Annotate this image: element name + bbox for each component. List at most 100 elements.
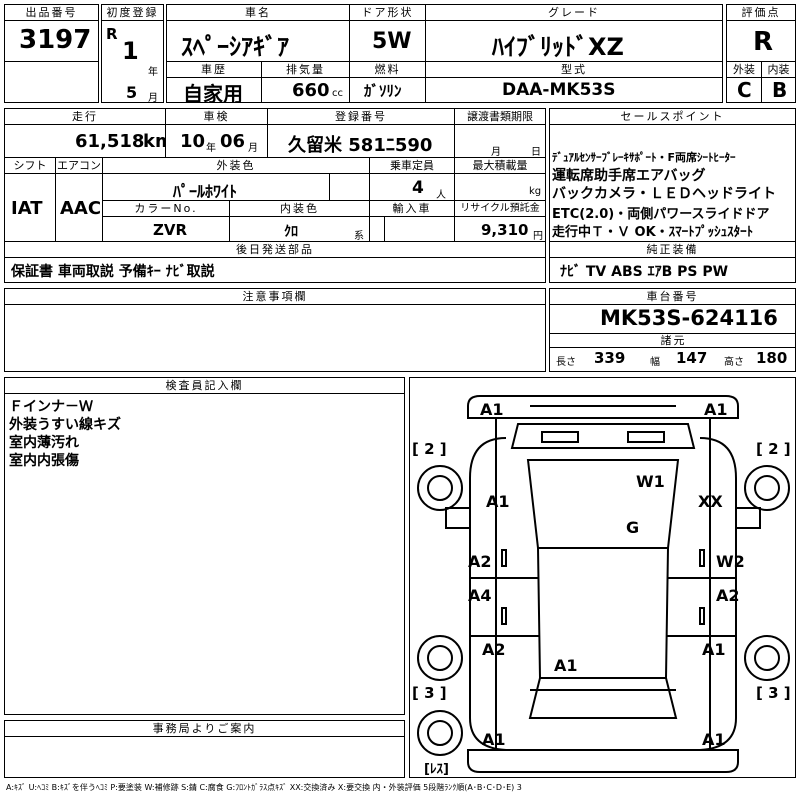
- load-unit: kg: [529, 186, 542, 197]
- history-box: 車歴 自家用: [166, 61, 262, 103]
- mark-w1: W1: [636, 472, 665, 491]
- sales-points-label: セールスポイント: [550, 109, 795, 125]
- mileage: 61,518: [75, 131, 145, 152]
- int-color-label: 内装色: [230, 201, 369, 217]
- mirror-left: [445, 507, 471, 529]
- color-no-label: カラーNo.: [103, 201, 229, 217]
- mirror-right: [735, 507, 761, 529]
- history: 自家用: [183, 82, 243, 103]
- sales-line: ﾃﾞｭｱﾙｾﾝｻｰﾌﾞﾚｰｷｻﾎﾟｰﾄ・F両席ｼｰﾄﾋｰﾀｰ: [552, 151, 736, 164]
- mark-w2: W2: [716, 552, 745, 571]
- later-parts: 保証書 車両取説 予備ｷｰ ﾅﾋﾞ取説: [11, 264, 215, 280]
- mark-a1-left-fender: A1: [486, 492, 510, 511]
- tire-rear-right-hub: [754, 645, 780, 671]
- model-label: 型式: [426, 62, 722, 78]
- inspector-line: 室内内張傷: [9, 453, 79, 469]
- height-label: 高さ: [724, 357, 744, 368]
- height: 180: [756, 349, 788, 367]
- recycle-label: リサイクル預託金: [455, 201, 545, 217]
- exterior-grade-box: 外装 C: [726, 61, 762, 103]
- transfer-day-unit: 日: [531, 147, 541, 158]
- shift-label: シフト: [5, 158, 55, 174]
- mark-xx: XX: [698, 492, 723, 511]
- equipment-label: 純正装備: [550, 242, 795, 258]
- mark-a1-rear-right: A1: [702, 640, 726, 659]
- office-box: 事務局よりご案内: [4, 720, 405, 778]
- damage-diagram: A1 A1 [ 2 ] [ 2 ] W1 A1 XX G A2 W2 A4 A2…: [409, 377, 796, 778]
- sales-line: ETC(2.0)・両側パワースライドドア: [552, 207, 770, 222]
- grade: ﾊｲﾌﾞﾘｯﾄﾞXZ: [492, 33, 624, 61]
- history-label: 車歴: [167, 62, 261, 78]
- score-box: 評価点 R: [726, 4, 796, 62]
- int-color-unit: 系: [354, 231, 364, 242]
- interior-grade: B: [772, 78, 788, 102]
- inspector-line: 外装うすい線キズ: [9, 417, 121, 433]
- sales-line: 走行中Ｔ・Ｖ OK・ｽﾏｰﾄﾌﾟｯｼｭｽﾀｰﾄ: [552, 225, 754, 240]
- score-label: 評価点: [727, 5, 795, 21]
- sales-points-box: セールスポイント ﾃﾞｭｱﾙｾﾝｻｰﾌﾞﾚｰｷｻﾎﾟｰﾄ・F両席ｼｰﾄﾋｰﾀｰ …: [549, 108, 796, 256]
- spare-tire-shape: [417, 710, 463, 756]
- mark-a1-rear-right2: A1: [702, 730, 726, 749]
- grade-box: グレード ﾊｲﾌﾞﾘｯﾄﾞXZ: [425, 4, 723, 62]
- mark-a4: A4: [468, 586, 492, 605]
- inspector-line: 室内薄汚れ: [9, 435, 79, 451]
- displacement-unit: cc: [332, 88, 343, 99]
- mark-tire-fl: [ 2 ]: [412, 440, 447, 458]
- handle-left-front: [501, 549, 507, 567]
- grade-label: グレード: [426, 5, 722, 21]
- import-box: 輸入車: [369, 200, 455, 242]
- mark-a1-rear-left: A1: [482, 730, 506, 749]
- mark-tire-rl: [ 3 ]: [412, 684, 447, 702]
- mark-a2-right: A2: [716, 586, 740, 605]
- lot-empty-box: [4, 61, 99, 103]
- tire-front-right-shape: [744, 465, 790, 511]
- spec-label: 諸元: [660, 334, 687, 347]
- recycle-unit: 円: [533, 231, 543, 242]
- length: 339: [594, 349, 626, 367]
- color: ﾊﾟｰﾙﾎﾜｲﾄ: [173, 182, 238, 201]
- mark-a1-roof-rear: A1: [554, 656, 578, 675]
- body-outline: [469, 437, 737, 751]
- int-color: ｸﾛ: [284, 224, 298, 240]
- import-label: 輸入車: [370, 201, 454, 217]
- inspector-label: 検査員記入欄: [5, 378, 404, 394]
- legend: A:ｷｽﾞ U:ﾍｺﾐ B:ｷｽﾞを伴うﾍｺﾐ P:要塗装 W:補修跡 S:錆 …: [6, 783, 522, 792]
- car-name-label: 車名: [167, 5, 349, 21]
- import-divider: [384, 216, 385, 241]
- length-label: 長さ: [556, 357, 576, 368]
- first-reg-month-unit: 月: [148, 93, 158, 103]
- later-parts-label: 後日発送部品: [5, 242, 545, 258]
- equipment: ﾅﾋﾞ TV ABS ｴｱB PS PW: [560, 264, 729, 280]
- chassis-number: MK53S-624116: [600, 306, 778, 330]
- transfer-month-unit: 月: [491, 147, 501, 158]
- load-label: 最大積載量: [455, 158, 545, 174]
- mileage-label: 走行: [5, 109, 165, 125]
- mark-a1-front-right: A1: [704, 400, 728, 419]
- inspection-year-unit: 年: [206, 143, 216, 154]
- headlight-left: [541, 431, 579, 443]
- recycle-box: リサイクル預託金 9,310 円: [454, 200, 546, 242]
- chassis-box: 車台番号 MK53S-624116 諸元 長さ 339 幅 147 高さ 180: [549, 288, 796, 372]
- ac-label: エアコン: [56, 158, 102, 174]
- interior-grade-box: 内装 B: [761, 61, 796, 103]
- notes-box: 注意事項欄: [4, 288, 546, 372]
- mark-spare: [ﾚｽ]: [424, 762, 449, 777]
- transfer-label: 譲渡書類期限: [455, 109, 545, 125]
- rear-glass-shape: [528, 677, 678, 719]
- door-box: ドア形状 5W: [349, 4, 426, 62]
- tire-rear-left-shape: [417, 635, 463, 681]
- inspector-box: 検査員記入欄 Ｆインナ－Ｗ 外装うすい線キズ 室内薄汚れ 室内内張傷: [4, 377, 405, 715]
- color-divider: [329, 173, 330, 200]
- width: 147: [676, 349, 708, 367]
- recycle: 9,310: [481, 221, 529, 239]
- car-name-box: 車名 ｽﾍﾟｰｼｱｷﾞｱ: [166, 4, 350, 62]
- interior-label: 内装: [762, 62, 795, 78]
- inspection-month-unit: 月: [248, 143, 258, 154]
- lot-number-box: 出品番号 3197: [4, 4, 99, 62]
- tire-front-left-shape: [417, 465, 463, 511]
- sales-line: バックカメラ・ＬＥＤヘッドライト: [552, 186, 776, 202]
- color-no: ZVR: [153, 221, 188, 239]
- tire-rear-left-hub: [427, 645, 453, 671]
- body-sides: [495, 418, 711, 750]
- mark-tire-rr: [ 3 ]: [756, 684, 791, 702]
